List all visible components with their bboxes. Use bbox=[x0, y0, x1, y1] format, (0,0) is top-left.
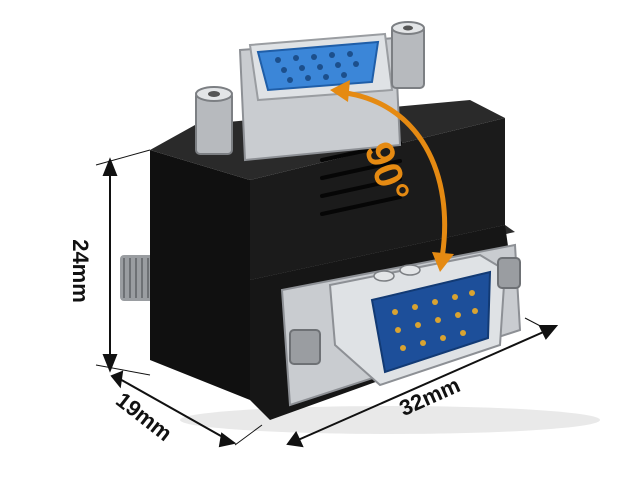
female-pin-holes bbox=[275, 51, 359, 83]
rotation-arrow bbox=[330, 80, 454, 272]
rear-thumbscrew bbox=[120, 255, 154, 301]
female-vga-port bbox=[195, 21, 425, 162]
height-dimension-label: 24mm bbox=[67, 239, 93, 303]
drop-shadow bbox=[180, 406, 600, 434]
male-pins bbox=[392, 290, 478, 351]
dimension-lines bbox=[95, 149, 559, 448]
male-vga-plug bbox=[280, 243, 522, 407]
